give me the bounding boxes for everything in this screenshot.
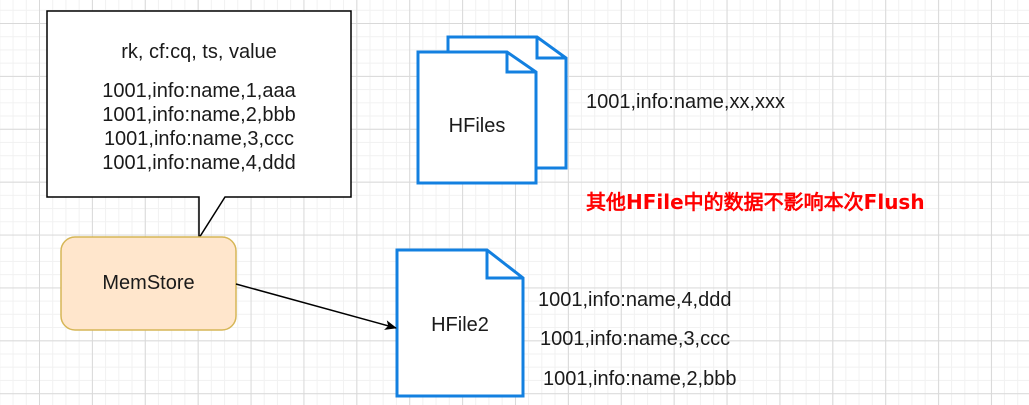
hfile2-row: 1001,info:name,3,ccc	[540, 328, 731, 350]
callout-row: 1001,info:name,1,aaa	[102, 80, 296, 102]
hfile2-fold	[485, 250, 523, 280]
hfile2-label: HFile2	[431, 314, 489, 336]
flush-arrow[interactable]	[235, 283, 397, 330]
memstore-label: MemStore	[102, 272, 195, 294]
callout-row: 1001,info:name,2,bbb	[102, 104, 296, 126]
callout-bubble[interactable]	[46, 10, 352, 241]
hfiles-back-fold	[535, 37, 566, 60]
hfile2-row: 1001,info:name,4,ddd	[538, 289, 732, 311]
hfile2-document-icon[interactable]	[395, 248, 525, 398]
hfile2-row: 1001,info:name,2,bbb	[543, 368, 737, 390]
flush-note: 其他HFile中的数据不影响本次Flush	[586, 190, 925, 214]
memstore-node[interactable]	[60, 236, 237, 331]
callout-row: 1001,info:name,3,ccc	[103, 128, 295, 150]
hfiles-front-fold	[505, 52, 536, 74]
callout-rows: 1001,info:name,1,aaa 1001,info:name,2,bb…	[47, 79, 351, 175]
hfiles-record: 1001,info:name,xx,xxx	[586, 91, 785, 113]
callout-header: rk, cf:cq, ts, value	[121, 41, 277, 63]
callout-row: 1001,info:name,4,ddd	[102, 152, 296, 174]
hfiles-label: HFiles	[448, 115, 506, 137]
hfiles-front-document-icon[interactable]	[416, 50, 538, 185]
